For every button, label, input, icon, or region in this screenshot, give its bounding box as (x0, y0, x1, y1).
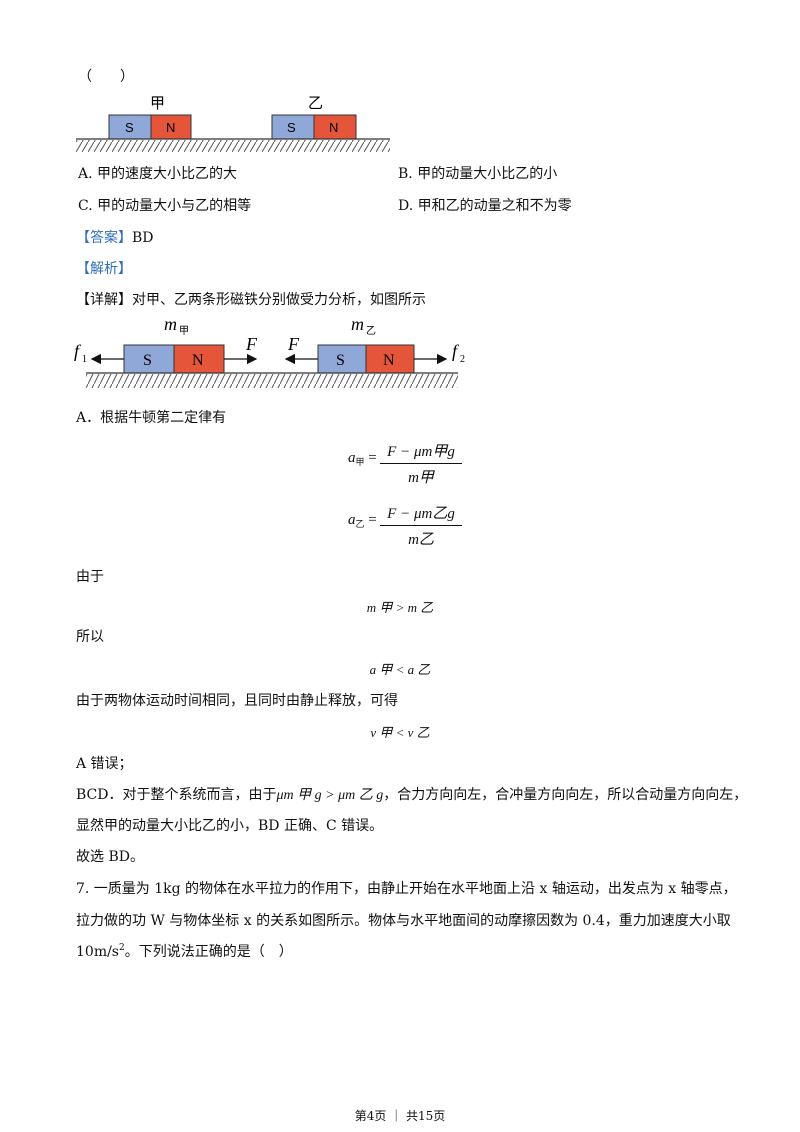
q7-line3-end: 。下列说法正确的是（ ） (124, 944, 293, 960)
eq1-equals: = (364, 450, 377, 466)
magnet-yi-n-label: N (383, 352, 395, 369)
detail-tag: 【详解】 (76, 292, 132, 308)
friction-label-f2-sub: 2 (460, 354, 465, 365)
eq1-a: a (348, 450, 356, 466)
eq1-numerator: F − μm甲g (387, 444, 455, 460)
text-bcd-line1: BCD．对于整个系统而言，由于μm 甲 g > μm 乙 g，合力方向向左，合冲… (76, 784, 747, 804)
detail-text: 对甲、乙两条形磁铁分别做受力分析，如图所示 (132, 292, 426, 308)
eq1-sub: 甲 (355, 457, 365, 467)
option-d: D. 甲和乙的动量之和不为零 (398, 198, 572, 214)
eq1-denominator: m甲 (408, 470, 434, 486)
ground-hatching (86, 374, 458, 388)
label-yi: 乙 (308, 94, 323, 112)
eq2-denominator: m乙 (408, 532, 434, 548)
detail-line: 【详解】对甲、乙两条形磁铁分别做受力分析，如图所示 (76, 289, 426, 309)
magnet-yi-n-label: N (329, 120, 338, 135)
figure-force-diagram: m 甲 m 乙 S N S N f 1 F F f 2 (74, 314, 465, 388)
text-a-wrong: A 错误； (76, 756, 133, 772)
bcd-line1-start: BCD．对于整个系统而言，由于 (76, 787, 277, 803)
text-choose: 故选 BD。 (76, 849, 144, 865)
label-jia: 甲 (150, 94, 165, 112)
mass-jia-subscript: 甲 (179, 326, 189, 337)
magnet-jia-n-label: N (192, 352, 204, 369)
q7-line2: 拉力做的功 W 与物体坐标 x 的关系如图所示。物体与水平地面间的动摩擦因数为 … (76, 913, 731, 929)
q7-line3-unit: 10m/s (76, 944, 119, 960)
relation-acceleration: a 甲 < a 乙 (369, 662, 431, 677)
bcd-line1-end: ，合力方向向左，合冲量方向向左，所以合动量方向向左， (383, 787, 748, 803)
force-label-f-jia: F (245, 334, 258, 354)
q7-line3: 10m/s2。下列说法正确的是（ ） (76, 941, 293, 961)
magnet-jia-s-label: S (125, 120, 134, 135)
page-footer: 第4页 ｜ 共15页 (354, 1109, 446, 1123)
analysis-tag: 【解析】 (76, 261, 132, 277)
option-a: A. 甲的速度大小比乙的大 (78, 166, 238, 182)
magnet-jia-n-label: N (166, 120, 175, 135)
relation-velocity: v 甲 < v 乙 (370, 725, 430, 740)
magnet-yi-n-pole (313, 114, 357, 140)
eq1-lhs: a甲 = (348, 450, 377, 467)
option-b: B. 甲的动量大小比乙的小 (398, 166, 558, 182)
q7-line1: 7. 一质量为 1kg 的物体在水平拉力的作用下，由静止开始在水平地面上沿 x … (76, 881, 737, 897)
text-suoyi: 所以 (76, 629, 104, 645)
force-label-f-yi: F (287, 334, 300, 354)
eq2-sub: 乙 (355, 519, 365, 529)
analysis-a-intro: A．根据牛顿第二定律有 (76, 410, 227, 426)
magnet-jia-s-label: S (143, 352, 152, 369)
answer-tag: 【答案】 (76, 230, 132, 246)
eq2-equals: = (364, 512, 377, 528)
eq1-fraction: F − μm甲g m甲 (380, 440, 462, 487)
ground-hatching (76, 140, 390, 152)
eq2-lhs: a乙 = (348, 512, 377, 529)
eq2-a: a (348, 512, 356, 528)
mass-yi-subscript: 乙 (366, 325, 376, 337)
relation-mass: m 甲 > m 乙 (366, 600, 434, 615)
friction-label-f1-sub: 1 (82, 354, 87, 365)
magnet-yi-s-label: S (336, 352, 345, 369)
answer-value: BD (132, 230, 154, 246)
bcd-line1-math: μm 甲 g > μm 乙 g (276, 788, 384, 803)
friction-label-f1: f (74, 341, 82, 361)
text-bcd-line2: 显然甲的动量大小比乙的小，BD 正确、C 错误。 (76, 818, 384, 834)
mass-jia-symbol: m (164, 314, 177, 334)
text-youyu: 由于 (76, 569, 104, 585)
magnet-jia-s-pole (108, 114, 152, 140)
eq2-fraction: F − μm乙g m乙 (380, 502, 462, 549)
figure-magnets-on-ground: 甲 乙 S N S N (76, 94, 390, 152)
option-c: C. 甲的动量大小与乙的相等 (78, 198, 252, 214)
text-release: 由于两物体运动时间相同，且同时由静止释放，可得 (76, 693, 398, 709)
eq2-numerator: F − μm乙g (387, 506, 455, 522)
q7-line3-exponent: 2 (119, 943, 125, 953)
question-bracket: （ ） (78, 69, 134, 85)
magnet-yi-s-label: S (287, 120, 296, 135)
friction-label-f2: f (452, 341, 460, 361)
answer-line: 【答案】BD (76, 227, 154, 247)
mass-yi-symbol: m (351, 314, 364, 334)
